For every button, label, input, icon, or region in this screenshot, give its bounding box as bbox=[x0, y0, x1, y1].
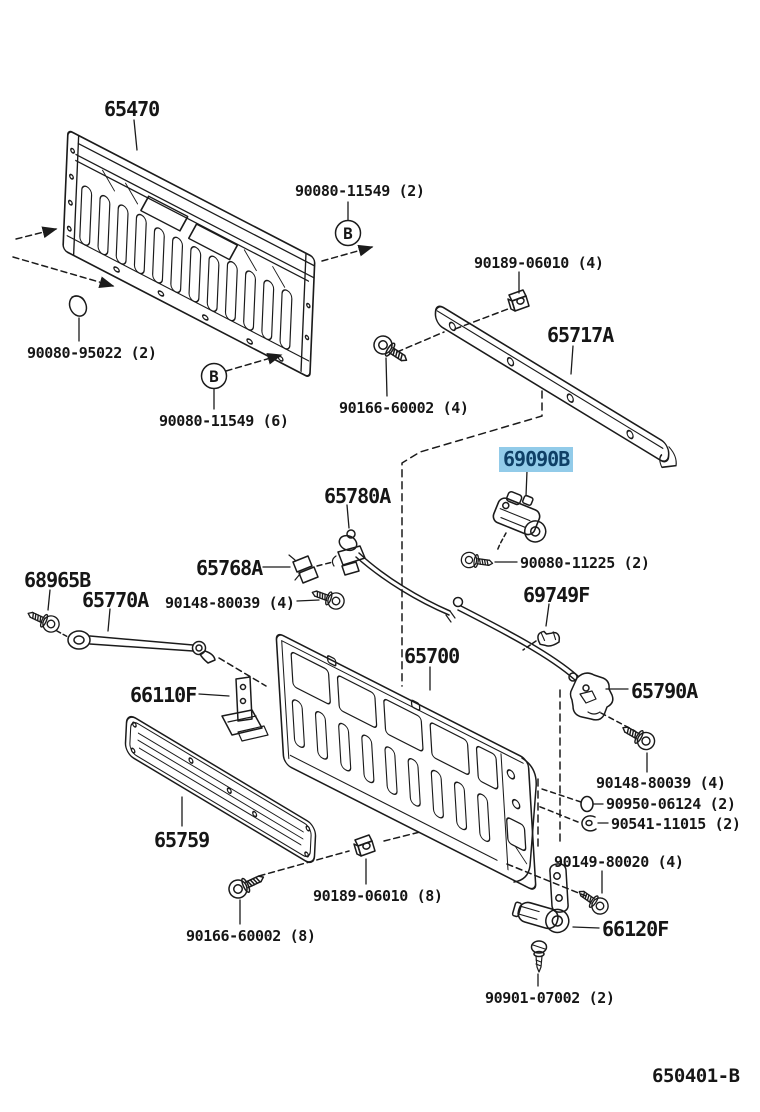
bracket-66110F bbox=[198, 676, 269, 742]
part-label-65768A: 65768A bbox=[196, 556, 263, 580]
latch-alignment-dashes bbox=[537, 689, 561, 850]
panel-right-endcap bbox=[513, 757, 537, 883]
part-label-90080-95022-2: 90080-95022 (2) bbox=[27, 344, 157, 362]
torsion-bar-65770A bbox=[56, 608, 267, 687]
part-label-90149-80020-4: 90149-80020 (4) bbox=[554, 853, 684, 871]
bolt-size-marker-top: B bbox=[343, 224, 353, 243]
part-label-65770A: 65770A bbox=[82, 588, 149, 612]
part-label-69090B-highlighted[interactable]: 69090B bbox=[499, 447, 574, 472]
screw-90148-80039-right bbox=[617, 719, 659, 773]
protector-bar-65717A bbox=[434, 305, 677, 469]
part-label-90901-07002-2: 90901-07002 (2) bbox=[485, 989, 615, 1007]
bolt-90149-80020 bbox=[574, 870, 612, 918]
part-label-90080-11225-2: 90080-11225 (2) bbox=[520, 554, 650, 572]
part-label-68965B: 68965B bbox=[24, 568, 91, 592]
part-label-69749F: 69749F bbox=[523, 583, 590, 607]
part-label-90148-80039-4b: 90148-80039 (4) bbox=[596, 774, 726, 792]
part-label-90166-60002-8: 90166-60002 (8) bbox=[186, 927, 316, 945]
part-label-90148-80039-4a: 90148-80039 (4) bbox=[165, 594, 295, 612]
screw-90901-07002 bbox=[530, 940, 548, 987]
part-label-66110F: 66110F bbox=[130, 683, 197, 707]
nut-90189-06010-top bbox=[454, 271, 530, 330]
tailgate-inner-panel-65700 bbox=[275, 633, 537, 890]
screw-90148-80039-left bbox=[296, 584, 348, 613]
clip-90080-95022 bbox=[12, 226, 115, 342]
part-label-90166-60002-4: 90166-60002 (4) bbox=[339, 399, 469, 417]
part-label-90080-11549-6: 90080-11549 (6) bbox=[159, 412, 289, 430]
diagram-code: 650401-B bbox=[652, 1065, 740, 1087]
part-label-65470: 65470 bbox=[104, 97, 160, 121]
part-label-90189-06010-4: 90189-06010 (4) bbox=[474, 254, 604, 272]
part-label-65717A: 65717A bbox=[547, 323, 614, 347]
latch-65790A bbox=[568, 672, 636, 732]
part-label-90950-06124-2: 90950-06124 (2) bbox=[606, 795, 736, 813]
clip-90541-11015 bbox=[537, 805, 609, 832]
assembly-dash-path bbox=[401, 390, 543, 687]
screw-90166-60002-top bbox=[369, 331, 445, 397]
leader-65717A bbox=[570, 345, 574, 375]
release-lever-65768A bbox=[262, 554, 334, 584]
lock-lever-65780A bbox=[331, 504, 366, 576]
part-label-66120F: 66120F bbox=[602, 917, 669, 941]
lock-control-rod-lower bbox=[452, 596, 579, 681]
bolt-marker-B-top bbox=[321, 201, 374, 262]
part-label-65700: 65700 bbox=[404, 644, 460, 668]
screw-90166-60002-bottom bbox=[225, 868, 268, 925]
part-label-65780A: 65780A bbox=[324, 484, 391, 508]
lock-control-rod-upper bbox=[355, 552, 456, 623]
part-label-90189-06010-8: 90189-06010 (8) bbox=[313, 887, 443, 905]
clip-69749F bbox=[522, 603, 561, 651]
leader-65470 bbox=[133, 119, 138, 151]
plate-65759 bbox=[124, 715, 317, 864]
hinge-66120F bbox=[506, 863, 600, 934]
tailgate-lock-69090B bbox=[492, 470, 547, 552]
bolt-marker-B-bottom bbox=[200, 353, 283, 410]
access-cover-panel-65470 bbox=[62, 130, 316, 377]
screw-90080-11225 bbox=[459, 550, 518, 572]
part-label-65790A: 65790A bbox=[631, 679, 698, 703]
ring-90950-06124 bbox=[541, 788, 604, 813]
part-label-65759: 65759 bbox=[154, 828, 210, 852]
part-label-90080-11549-2: 90080-11549 (2) bbox=[295, 182, 425, 200]
pin-68965B bbox=[24, 589, 63, 636]
nut-90189-06010-bottom bbox=[258, 831, 421, 885]
part-label-90541-11015-2: 90541-11015 (2) bbox=[611, 815, 741, 833]
bolt-size-marker-bottom: B bbox=[209, 367, 219, 386]
